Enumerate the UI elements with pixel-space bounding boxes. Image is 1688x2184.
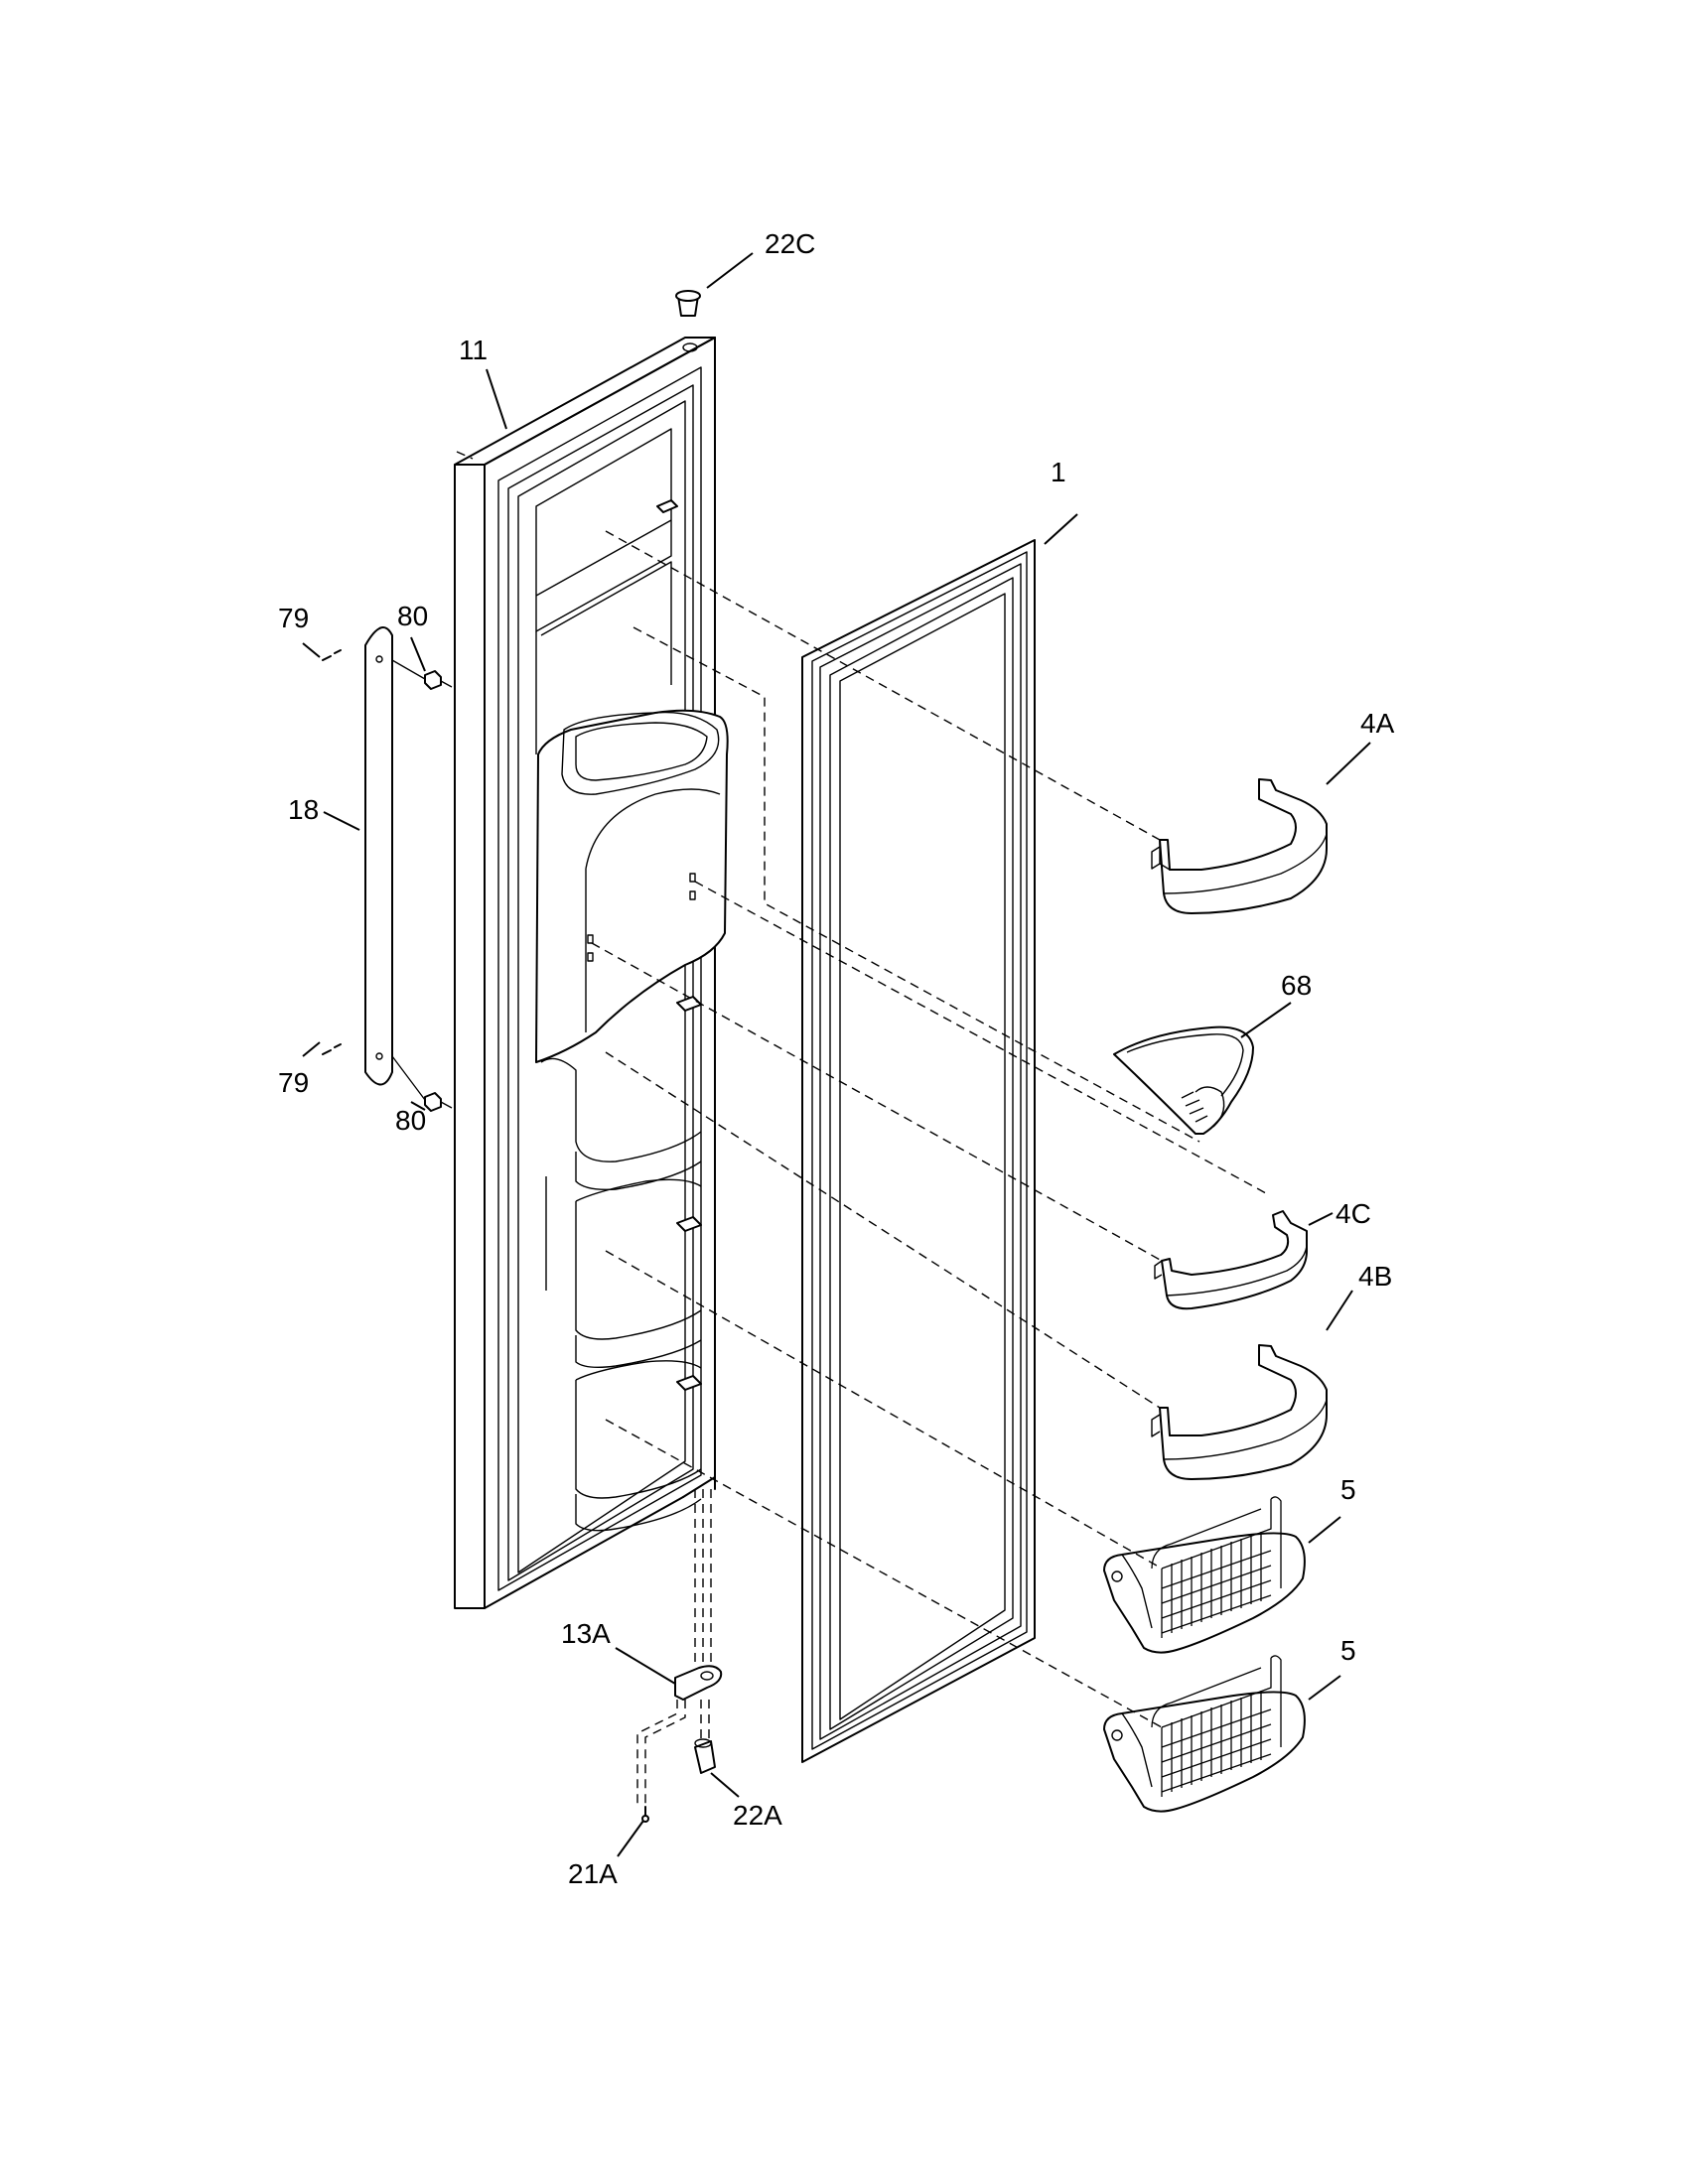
callout-80-bot: 80 [395,1105,426,1136]
ice-cup-68 [1113,1025,1254,1135]
door-bin-4b [1151,1344,1328,1480]
hinge-pin-top [675,290,701,352]
door-shelves [540,996,702,1532]
callout-5-top: 5 [1340,1474,1356,1505]
door-gasket [801,539,1036,1763]
door-bin-4a [1151,778,1328,914]
callout-22c: 22C [765,228,815,259]
callout-22a: 22A [733,1800,782,1831]
callout-4a: 4A [1360,708,1395,739]
callout-5-bot: 5 [1340,1635,1356,1666]
callout-11: 11 [459,335,488,365]
wire-basket-5-bottom [1103,1655,1306,1813]
explosion-lines [456,451,1267,1728]
door-bin-4c [1154,1210,1308,1310]
wire-basket-5-top [1103,1496,1306,1654]
callout-79-bot: 79 [278,1067,309,1098]
lower-hinge-parts [636,1489,723,1823]
callout-18: 18 [288,794,319,825]
dispenser-housing [535,709,729,1063]
callout-4c: 4C [1336,1198,1371,1229]
callout-13a: 13A [561,1618,611,1649]
callout-1: 1 [1051,457,1066,487]
callout-4b: 4B [1358,1261,1392,1292]
callout-leaders [302,252,1371,1857]
callout-80-top: 80 [397,601,428,631]
callout-labels: 22C 11 1 79 80 18 79 80 4A 68 4C 4B 5 5 … [278,228,1395,1889]
callout-68: 68 [1281,970,1312,1001]
door-handle [322,626,453,1112]
callout-79-top: 79 [278,603,309,633]
callout-21a: 21A [568,1858,618,1889]
